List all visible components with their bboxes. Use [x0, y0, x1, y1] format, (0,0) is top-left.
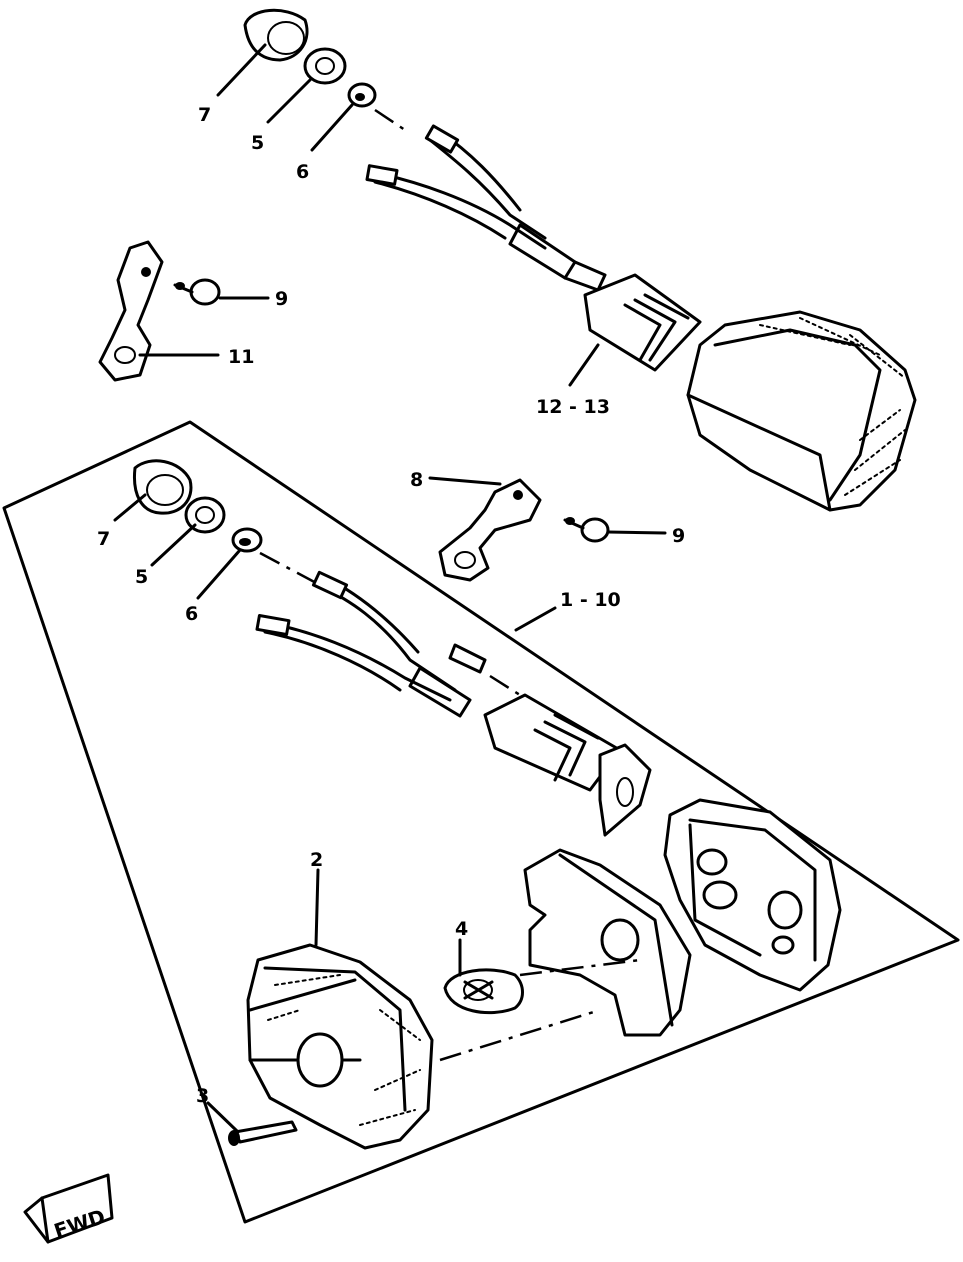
lens-part: [246, 943, 434, 1150]
top-nut-part: [303, 47, 347, 85]
callout-lower-nut: 5: [135, 566, 148, 588]
assembly-boundary: [2, 420, 960, 1224]
reflector-part: [523, 848, 692, 1037]
bulb-part: [443, 968, 524, 1015]
lower-nut-part: [184, 496, 226, 534]
lower-housing-base: [663, 798, 842, 992]
callout-lower-washer: 6: [185, 603, 198, 625]
lower-axis-line: [259, 551, 321, 587]
callout-top-cap: 7: [198, 104, 211, 126]
callout-top-bolt: 9: [275, 288, 288, 310]
callout-lens: 2: [310, 849, 323, 871]
leader-lines: [113, 43, 667, 1134]
top-axis-line: [374, 108, 406, 132]
callout-top-washer: 6: [296, 161, 309, 183]
mid-bolt-part: [563, 517, 610, 543]
callout-screw: 3: [196, 1085, 209, 1107]
lower-cap-part: [132, 459, 193, 515]
callout-mid-bracket: 8: [410, 469, 423, 491]
top-bolt-part: [173, 278, 221, 306]
top-lens-body: [686, 310, 917, 512]
callout-lower-assembly: 1 - 10: [560, 589, 621, 611]
callout-top-assembly: 12 - 13: [536, 396, 610, 418]
lens-screw-part: [228, 1120, 298, 1146]
callout-mid-bolt: 9: [672, 525, 685, 547]
lower-washer-part: [231, 527, 263, 553]
callout-bulb: 4: [455, 918, 468, 940]
callout-top-bracket: 11: [228, 346, 254, 368]
lens-axis-line: [439, 1008, 601, 1062]
top-stem-housing: [583, 273, 702, 372]
mid-bracket-part: [438, 478, 542, 582]
lower-wires: [255, 570, 472, 718]
bulb-axis-line: [519, 958, 641, 977]
top-bracket-part: [98, 240, 164, 382]
callout-lower-cap: 7: [97, 528, 110, 550]
top-washer-part: [347, 82, 377, 108]
lower-screw-part: [448, 643, 521, 697]
lower-stem-housing: [483, 693, 652, 837]
callout-top-nut: 5: [251, 132, 264, 154]
fwd-direction-arrow: FWD: [23, 1173, 114, 1244]
top-wires: [365, 124, 607, 292]
top-cap-part: [243, 8, 309, 62]
